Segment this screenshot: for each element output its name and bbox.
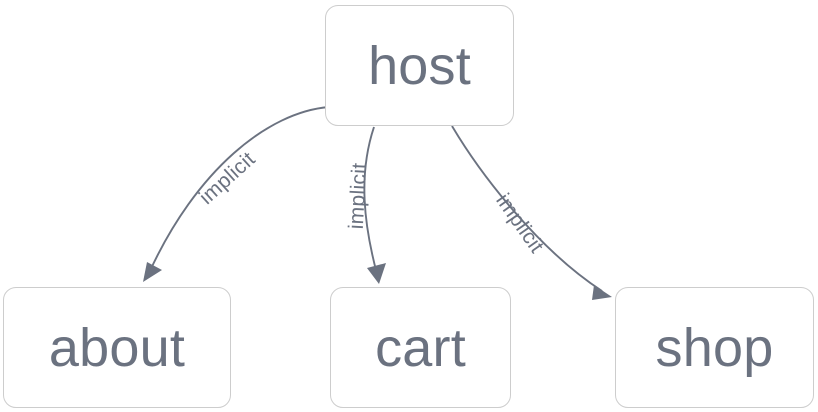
edge-host-cart-arrowhead: [367, 263, 386, 284]
node-host[interactable]: host: [325, 5, 514, 126]
node-cart-label: cart: [375, 317, 466, 378]
edge-host-shop[interactable]: implicit: [451, 125, 612, 300]
edge-host-shop-path: [451, 125, 603, 292]
edge-host-cart-path: [363, 126, 378, 275]
node-shop[interactable]: shop: [615, 287, 814, 408]
edge-host-about-path: [148, 106, 330, 274]
node-shop-label: shop: [655, 317, 774, 378]
edge-host-shop-arrowhead: [592, 285, 612, 300]
edge-host-about[interactable]: implicit: [143, 106, 330, 282]
node-about-label: about: [48, 317, 186, 378]
edge-host-about-arrowhead: [143, 262, 162, 282]
edge-host-about-label: implicit: [195, 147, 260, 209]
node-cart[interactable]: cart: [330, 287, 511, 408]
edge-host-shop-label: implicit: [491, 190, 548, 258]
node-about[interactable]: about: [3, 287, 231, 408]
edge-host-cart[interactable]: implicit: [345, 126, 386, 284]
node-host-label: host: [368, 35, 471, 96]
edge-host-cart-label: implicit: [345, 162, 371, 230]
